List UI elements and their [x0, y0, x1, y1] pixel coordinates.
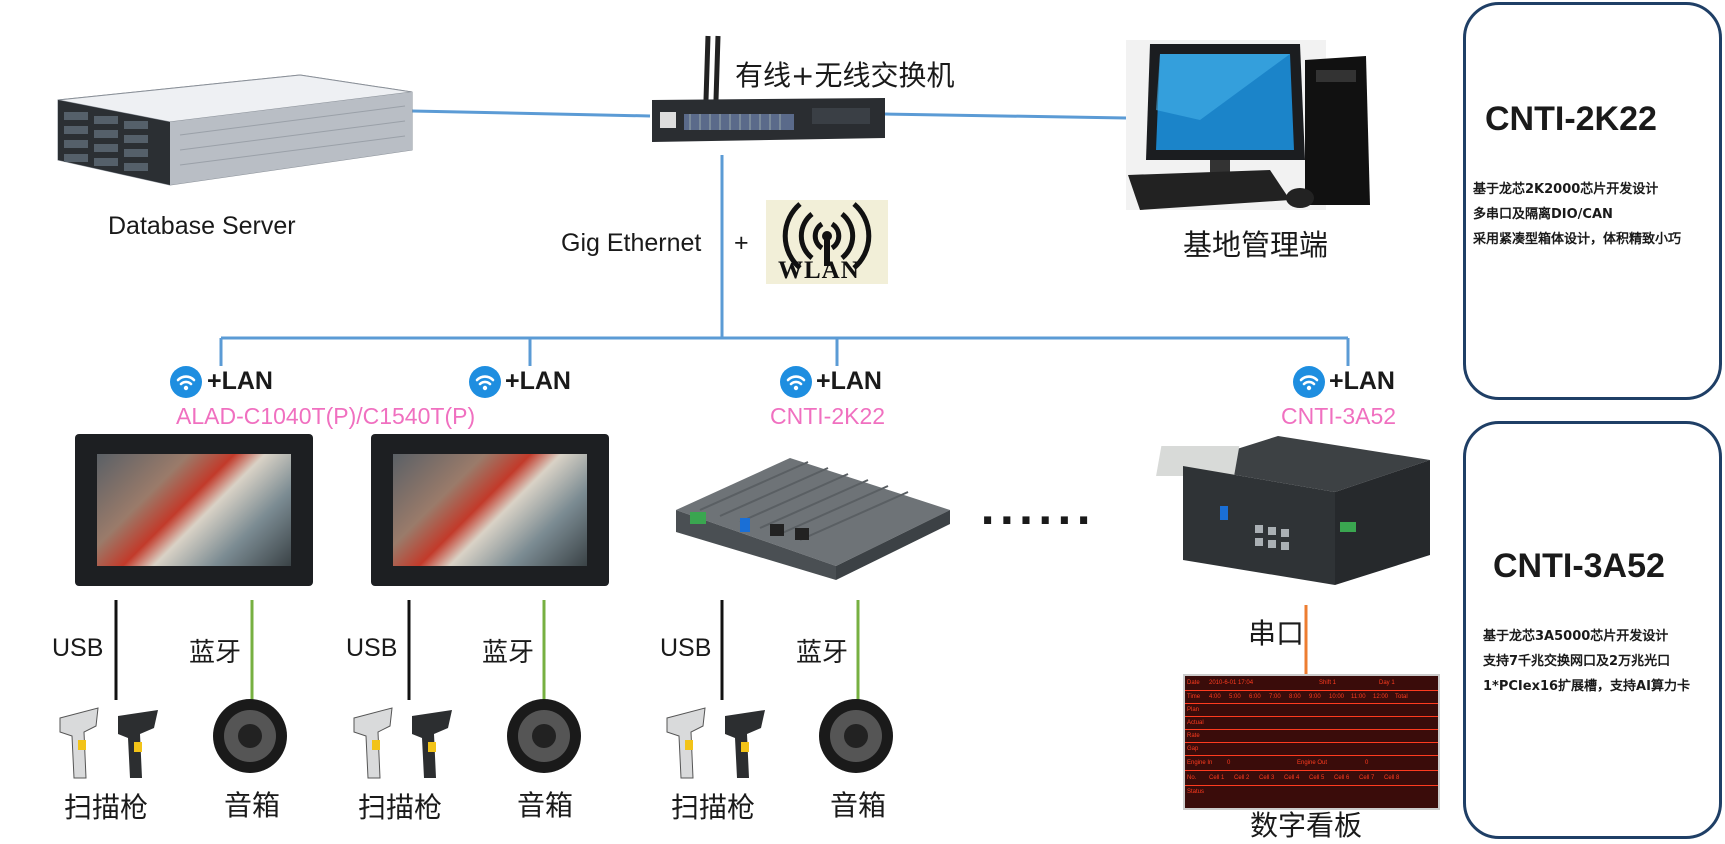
model-label-3: CNTI-2K22: [770, 403, 886, 429]
lan-label-2: +LAN: [505, 367, 571, 395]
wifi-icon: [170, 366, 202, 398]
lan-label-3: +LAN: [816, 367, 882, 395]
switch-pc-link: [884, 112, 1127, 120]
wlan-text: WLAN: [778, 257, 860, 284]
serial-label: 串口: [1248, 617, 1305, 650]
card-title: CNTI-2K22: [1485, 100, 1657, 138]
scanner-label-1: 扫描枪: [64, 791, 149, 824]
ellipsis: ......: [980, 488, 1096, 534]
panel-pc-1: [75, 434, 313, 586]
network-lines: [219, 109, 1350, 366]
wifi-icon: [780, 366, 812, 398]
lan-label-1: +LAN: [207, 367, 273, 395]
speaker-label-2: 音箱: [517, 789, 574, 822]
model-label-4: CNTI-3A52: [1281, 403, 1397, 429]
kanban-label: 数字看板: [1250, 809, 1363, 842]
digital-kanban: Date 2010-6-01 17:04 Shift 1 Day 1 Time …: [1183, 674, 1440, 810]
server-label: Database Server: [108, 212, 296, 240]
usb-label-3: USB: [660, 634, 712, 662]
scanner-label-3: 扫描枪: [671, 791, 756, 824]
bt-label-3: 蓝牙: [796, 638, 849, 668]
wifi-icon: [469, 366, 501, 398]
card-cnti-3a52: CNTI-3A52 基于龙芯3A5000芯片开发设计 支持7千兆交换网口及2万兆…: [1463, 421, 1722, 839]
wifi-icon: [1293, 366, 1325, 398]
scanner-label-2: 扫描枪: [358, 791, 443, 824]
panel-pc-2: [371, 434, 609, 586]
switch-label: 有线+无线交换机: [735, 59, 955, 92]
usb-label-1: USB: [52, 634, 104, 662]
wlan-icon: WLAN: [766, 200, 888, 284]
usb-lines: [114, 600, 724, 700]
card-features: 基于龙芯2K2000芯片开发设计 多串口及隔离DIO/CAN 采用紧凑型箱体设计…: [1473, 182, 1682, 247]
bluetooth-lines: [250, 600, 860, 700]
pc-label: 基地管理端: [1183, 228, 1329, 262]
model-label-1: ALAD-C1040T(P)/C1540T(P): [176, 403, 476, 429]
lan-label-4: +LAN: [1329, 367, 1395, 395]
speaker-label-3: 音箱: [830, 789, 887, 822]
usb-label-2: USB: [346, 634, 398, 662]
card-features: 基于龙芯3A5000芯片开发设计 支持7千兆交换网口及2万兆光口 1*PCIex…: [1483, 629, 1690, 694]
server-switch-link: [411, 109, 651, 118]
bt-label-1: 蓝牙: [189, 638, 242, 668]
bt-label-2: 蓝牙: [482, 638, 535, 668]
link-label: Gig Ethernet: [561, 229, 702, 257]
card-title: CNTI-3A52: [1493, 547, 1665, 585]
speaker-label-1: 音箱: [224, 789, 281, 822]
plus-sign: +: [734, 229, 749, 257]
card-cnti-2k22: CNTI-2K22 基于龙芯2K2000芯片开发设计 多串口及隔离DIO/CAN…: [1463, 2, 1722, 400]
